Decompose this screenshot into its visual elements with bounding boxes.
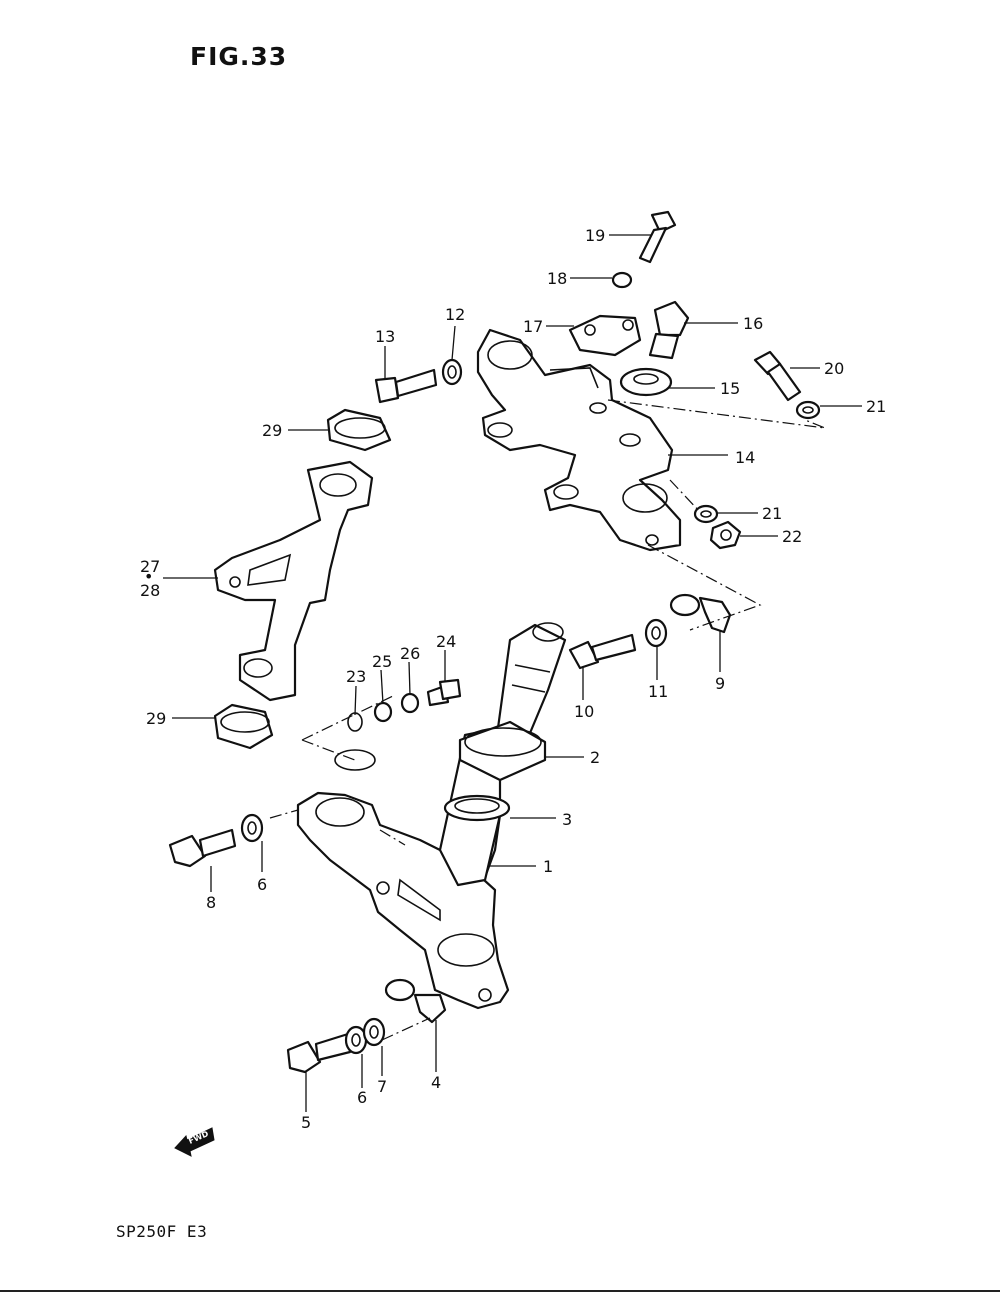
callout-8: 8 — [206, 893, 216, 912]
bolt-19 — [638, 210, 677, 264]
callout-10: 10 — [574, 702, 594, 721]
washer-21-lower — [693, 504, 719, 524]
callout-23: 23 — [346, 667, 366, 686]
grommet-lower — [213, 703, 274, 750]
callout-6-lower: 6 — [357, 1088, 367, 1107]
upper-bracket — [476, 328, 682, 552]
washer-11 — [644, 618, 668, 648]
lower-bracket-steering-stem — [296, 622, 567, 1010]
clamp-9 — [669, 593, 732, 634]
callout-2: 2 — [590, 748, 600, 767]
callout-7: 7 — [377, 1077, 387, 1096]
washer-26 — [400, 692, 420, 714]
callout-12: 12 — [445, 305, 465, 324]
bolt-8 — [168, 828, 237, 868]
nut-22 — [709, 520, 742, 550]
callout-28: 28 — [140, 581, 160, 600]
callout-22: 22 — [782, 527, 802, 546]
clip-23 — [334, 712, 376, 771]
model-code: SP250F E3 — [116, 1222, 208, 1241]
clamp-4 — [384, 978, 447, 1024]
seal — [443, 794, 511, 822]
washer-25 — [373, 701, 393, 723]
callout-4: 4 — [431, 1073, 441, 1092]
washer-18 — [611, 271, 633, 289]
callout-28-marker: • — [144, 567, 153, 586]
callout-15: 15 — [720, 379, 740, 398]
callout-17: 17 — [523, 317, 543, 336]
bolt-16 — [648, 300, 690, 360]
callout-18: 18 — [547, 269, 567, 288]
callout-20: 20 — [824, 359, 844, 378]
bolt-20 — [753, 350, 802, 402]
callout-9: 9 — [715, 674, 725, 693]
callout-29-lower: 29 — [146, 709, 166, 728]
callout-1: 1 — [543, 857, 553, 876]
callout-numbers: 19 18 17 16 15 20 21 14 21 22 12 13 29 2… — [140, 226, 886, 1132]
callout-29-upper: 29 — [262, 421, 282, 440]
leader-lines — [163, 234, 862, 1112]
callout-26: 26 — [400, 644, 420, 663]
callout-25: 25 — [372, 652, 392, 671]
bearing — [458, 720, 547, 782]
washer-6-upper — [240, 813, 264, 843]
washer-7 — [362, 1017, 386, 1047]
callout-24: 24 — [436, 632, 456, 651]
bolt-10 — [568, 633, 637, 670]
grommet-upper — [326, 408, 392, 452]
callout-11: 11 — [648, 682, 668, 701]
callout-16: 16 — [743, 314, 763, 333]
bottom-divider — [0, 1290, 1000, 1292]
fwd-arrow-icon: FWD — [174, 1127, 215, 1157]
washer-21-upper — [795, 400, 821, 420]
callout-3: 3 — [562, 810, 572, 829]
callout-13: 13 — [375, 327, 395, 346]
callout-14: 14 — [735, 448, 755, 467]
bolt-5 — [286, 1032, 352, 1074]
bolt-13 — [374, 368, 438, 404]
callout-5: 5 — [301, 1113, 311, 1132]
washer-15 — [619, 367, 673, 397]
callout-27: 27 — [140, 557, 160, 576]
callout-19: 19 — [585, 226, 605, 245]
washer-12 — [441, 358, 463, 386]
callout-21-lower: 21 — [762, 504, 782, 523]
screw-24 — [426, 678, 462, 707]
figure-title: FIG.33 — [190, 42, 288, 71]
callout-6-upper: 6 — [257, 875, 267, 894]
headlight-bracket — [213, 460, 374, 702]
callout-21-upper: 21 — [866, 397, 886, 416]
assembly-lines — [269, 399, 826, 1041]
plate-17 — [568, 314, 642, 357]
